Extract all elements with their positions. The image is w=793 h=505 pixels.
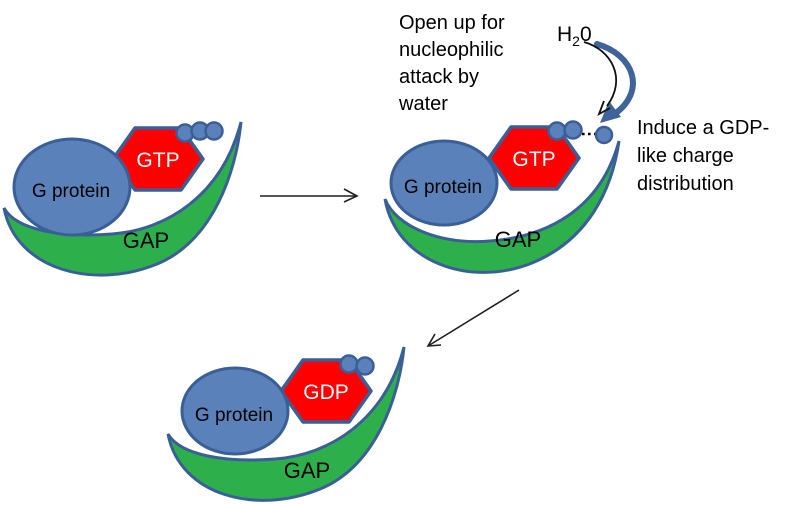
gap-label: GAP — [495, 227, 541, 252]
arrow-head — [426, 333, 442, 347]
arrow-head — [343, 188, 359, 203]
gtp-hexagon — [111, 126, 205, 192]
note-line: water — [399, 93, 448, 115]
nucleotide-label: GTP — [512, 148, 555, 171]
water-symbol: H — [557, 23, 573, 46]
note-nucleophilic-attack: Open up for nucleophilic attack by water — [399, 10, 505, 118]
gap-crescent — [166, 346, 406, 502]
note-line: like charge — [637, 145, 734, 167]
leaving-phosphate-circle — [594, 125, 614, 145]
note-line: attack by — [399, 66, 480, 88]
phosphate-circle — [547, 121, 567, 141]
water-attack-arrow — [583, 41, 636, 123]
g-protein-label: G protein — [404, 177, 482, 198]
gtp-hexagon — [487, 125, 581, 191]
curved-arrow-black-head — [597, 100, 611, 116]
g-protein-ellipse — [389, 139, 499, 227]
g-protein-label: G protein — [195, 405, 273, 426]
transition-arrow-down-left — [426, 289, 520, 347]
curved-arrow-blue-head — [600, 101, 621, 123]
nucleotide-label: GTP — [136, 149, 179, 172]
gap-crescent — [383, 140, 621, 274]
phosphate-circle — [563, 120, 583, 140]
note-line: nucleophilic — [399, 39, 504, 61]
curved-arrow-blue — [594, 41, 636, 116]
note-water-formula: H20 — [557, 21, 592, 55]
water-suffix: 0 — [579, 23, 592, 46]
note-induce-charge: Induce a GDP- like charge distribution — [637, 114, 769, 198]
nucleotide-label: GDP — [303, 381, 349, 404]
gap-label: GAP — [284, 458, 330, 483]
complex-gdp-bound: GDP G protein GAP — [166, 346, 406, 502]
gap-label: GAP — [123, 228, 169, 253]
phosphate-circle — [355, 356, 375, 376]
arrow-shaft — [427, 289, 520, 347]
complex-gtp-bound: GTP G protein GAP — [2, 121, 243, 277]
note-line: distribution — [637, 173, 734, 195]
g-protein-label: G protein — [32, 181, 110, 202]
note-line: Open up for — [399, 12, 505, 34]
note-line: Induce a GDP- — [637, 117, 770, 139]
phosphate-circle — [339, 354, 359, 374]
g-protein-ellipse — [12, 137, 132, 237]
gdp-hexagon — [279, 358, 373, 424]
g-protein-ellipse — [180, 366, 290, 456]
transition-arrow-right — [260, 188, 359, 203]
phosphate-circle — [204, 121, 224, 141]
curved-arrow-black — [583, 41, 618, 107]
complex-transition-state: GTP G protein GAP — [383, 120, 621, 274]
water-subscript: 2 — [572, 33, 580, 50]
